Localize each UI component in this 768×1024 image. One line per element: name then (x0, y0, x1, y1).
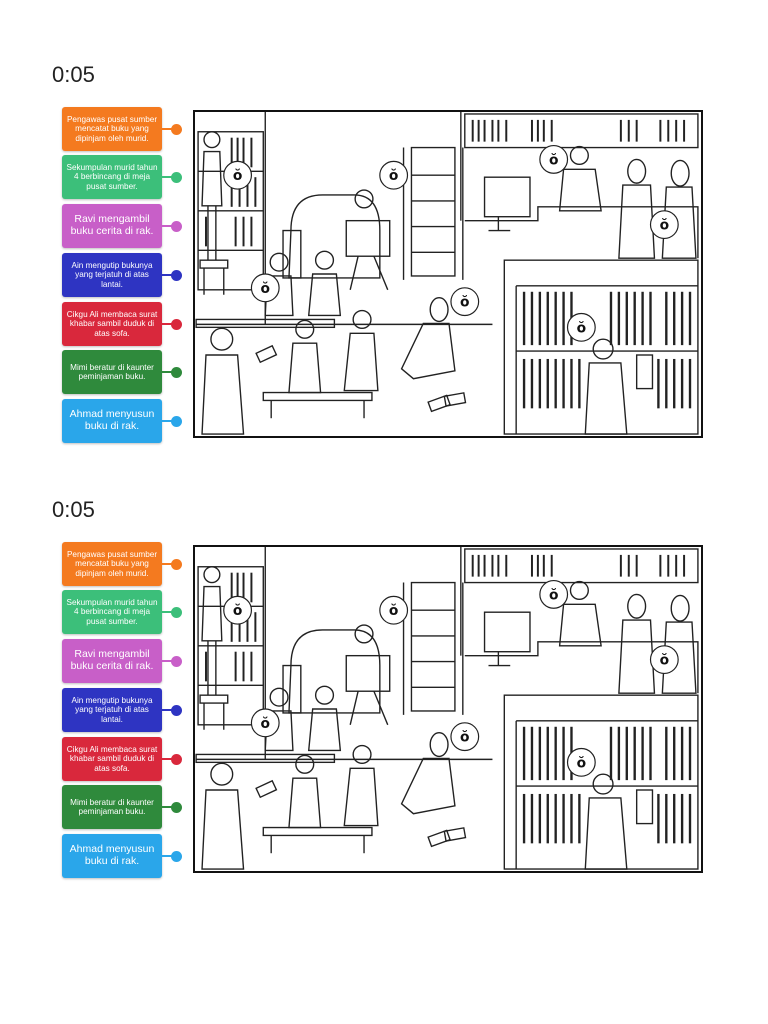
library-scene: ŏ ŏ ŏ ŏ ŏ ŏ ŏ (193, 545, 703, 873)
card-label: Sekumpulan murid tahun 4 berbincang di m… (66, 163, 158, 191)
card-mimi[interactable]: Mimi beratur di kaunter peminjaman buku. (62, 785, 182, 829)
drag-handle-icon[interactable] (171, 269, 182, 281)
drop-zone[interactable]: ŏ (223, 160, 253, 190)
drag-handle-icon[interactable] (171, 415, 182, 427)
card-label: Ravi mengambil buku cerita di rak. (70, 648, 154, 672)
card-label: Pengawas pusat sumber mencatat buku yang… (66, 115, 158, 143)
drag-handle-icon[interactable] (171, 123, 182, 135)
card-cikgu-ali[interactable]: Cikgu Ali membaca surat khabar sambil du… (62, 737, 182, 781)
drag-handle-icon[interactable] (171, 318, 182, 330)
card-pengawas[interactable]: Pengawas pusat sumber mencatat buku yang… (62, 107, 182, 151)
drop-zone-glyph: ŏ (460, 295, 470, 311)
card-label: Cikgu Ali membaca surat khabar sambil du… (66, 745, 158, 773)
library-scene: ŏ ŏ ŏ ŏ ŏ ŏ ŏ (193, 110, 703, 438)
drop-zone[interactable]: ŏ (450, 287, 480, 317)
drag-handle-icon[interactable] (171, 558, 182, 570)
drop-zone[interactable]: ŏ (250, 273, 280, 303)
timer: 0:05 (52, 62, 95, 87)
card-ahmad[interactable]: Ahmad menyusun buku di rak. (62, 399, 182, 443)
card-connector (162, 660, 175, 662)
card-connector (162, 225, 175, 227)
drop-zone-glyph: ŏ (660, 653, 670, 669)
card-ravi[interactable]: Ravi mengambil buku cerita di rak. (62, 639, 182, 683)
drop-zone-glyph: ŏ (261, 716, 271, 732)
card-connector (162, 176, 175, 178)
card-connector (162, 855, 175, 857)
card-cikgu-ali[interactable]: Cikgu Ali membaca surat khabar sambil du… (62, 302, 182, 346)
library-illustration: ŏ ŏ ŏ ŏ ŏ ŏ ŏ (195, 112, 699, 435)
card-label: Ain mengutip bukunya yang terjatuh di at… (71, 696, 153, 724)
drop-zone[interactable]: ŏ (379, 595, 409, 625)
drop-zone[interactable]: ŏ (223, 595, 253, 625)
activity-panel-1: 0:05 Pengawas pusat sumber mencatat buku… (0, 0, 768, 443)
drop-zone-glyph: ŏ (389, 168, 399, 184)
drag-handle-icon[interactable] (171, 850, 182, 862)
drop-zone-glyph: ŏ (577, 320, 587, 336)
card-connector (162, 128, 175, 130)
drop-zone-glyph: ŏ (233, 168, 243, 184)
card-label: Pengawas pusat sumber mencatat buku yang… (66, 550, 158, 578)
drop-zone[interactable]: ŏ (539, 144, 569, 174)
drop-zone[interactable]: ŏ (566, 747, 596, 777)
drop-zone-glyph: ŏ (660, 218, 670, 234)
card-connector (162, 563, 175, 565)
drop-zone[interactable]: ŏ (566, 312, 596, 342)
drop-zone-glyph: ŏ (261, 281, 271, 297)
card-ain[interactable]: Ain mengutip bukunya yang terjatuh di at… (62, 253, 182, 297)
card-ahmad[interactable]: Ahmad menyusun buku di rak. (62, 834, 182, 878)
library-illustration: ŏ ŏ ŏ ŏ ŏ ŏ ŏ (195, 547, 699, 870)
card-label: Cikgu Ali membaca surat khabar sambil du… (66, 310, 158, 338)
drop-zone-group: ŏ ŏ ŏ ŏ ŏ ŏ ŏ (223, 579, 679, 777)
drag-handle-icon[interactable] (171, 704, 182, 716)
card-connector (162, 758, 175, 760)
card-connector (162, 709, 175, 711)
card-ravi[interactable]: Ravi mengambil buku cerita di rak. (62, 204, 182, 248)
card-connector (162, 806, 175, 808)
drop-zone-glyph: ŏ (549, 152, 559, 168)
timer: 0:05 (52, 497, 95, 522)
card-label: Ain mengutip bukunya yang terjatuh di at… (71, 261, 153, 289)
card-label: Ahmad menyusun buku di rak. (69, 843, 155, 867)
drag-handle-icon[interactable] (171, 606, 182, 618)
drop-zone[interactable]: ŏ (379, 160, 409, 190)
card-connector (162, 420, 175, 422)
card-mimi[interactable]: Mimi beratur di kaunter peminjaman buku. (62, 350, 182, 394)
drop-zone[interactable]: ŏ (649, 645, 679, 675)
drag-handle-icon[interactable] (171, 801, 182, 813)
drag-handle-icon[interactable] (171, 753, 182, 765)
card-connector (162, 371, 175, 373)
drag-handle-icon[interactable] (171, 171, 182, 183)
drop-zone-glyph: ŏ (460, 730, 470, 746)
drop-zone-group: ŏ ŏ ŏ ŏ ŏ ŏ ŏ (223, 144, 679, 342)
card-label: Ahmad menyusun buku di rak. (69, 408, 155, 432)
card-sekumpulan-murid[interactable]: Sekumpulan murid tahun 4 berbincang di m… (62, 590, 182, 634)
card-sekumpulan-murid[interactable]: Sekumpulan murid tahun 4 berbincang di m… (62, 155, 182, 199)
drop-zone[interactable]: ŏ (649, 210, 679, 240)
drop-zone-glyph: ŏ (549, 587, 559, 603)
drop-zone-glyph: ŏ (233, 603, 243, 619)
drop-zone-glyph: ŏ (577, 755, 587, 771)
card-ain[interactable]: Ain mengutip bukunya yang terjatuh di at… (62, 688, 182, 732)
drag-handle-icon[interactable] (171, 655, 182, 667)
card-label: Sekumpulan murid tahun 4 berbincang di m… (66, 598, 158, 626)
card-connector (162, 323, 175, 325)
card-label: Ravi mengambil buku cerita di rak. (70, 213, 154, 237)
drag-handle-icon[interactable] (171, 366, 182, 378)
drop-zone-glyph: ŏ (389, 603, 399, 619)
card-label: Mimi beratur di kaunter peminjaman buku. (70, 797, 154, 816)
card-label: Mimi beratur di kaunter peminjaman buku. (70, 362, 154, 381)
drop-zone[interactable]: ŏ (539, 579, 569, 609)
card-connector (162, 274, 175, 276)
activity-panel-2: 0:05 Pengawas pusat sumber mencatat buku… (0, 435, 768, 878)
drag-handle-icon[interactable] (171, 220, 182, 232)
drop-zone[interactable]: ŏ (250, 708, 280, 738)
drop-zone[interactable]: ŏ (450, 722, 480, 752)
card-connector (162, 611, 175, 613)
card-pengawas[interactable]: Pengawas pusat sumber mencatat buku yang… (62, 542, 182, 586)
